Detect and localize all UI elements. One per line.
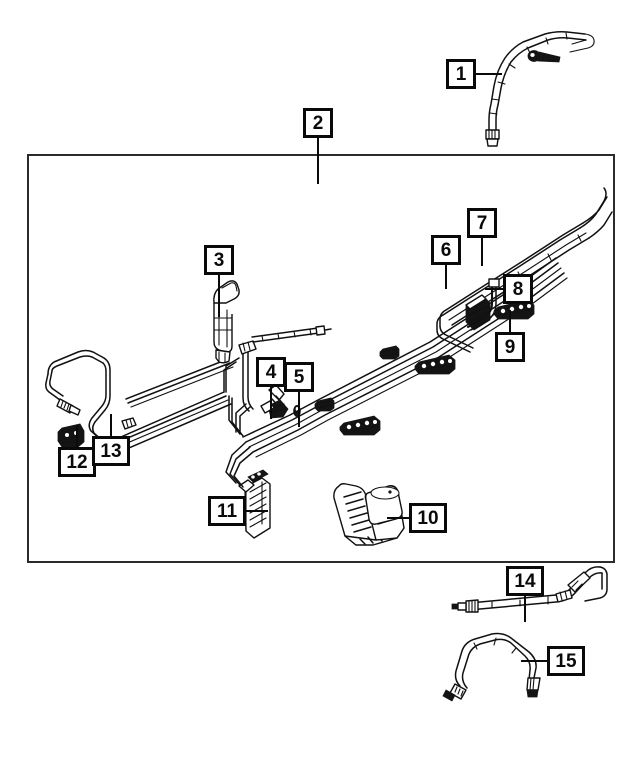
callout-leader-4 xyxy=(270,387,272,419)
part-13-brake-tube-front-left xyxy=(45,349,137,446)
callout-leader-13 xyxy=(110,414,112,436)
callout-15[interactable]: 15 xyxy=(547,646,585,676)
part-7-line-retainer-block xyxy=(465,294,491,331)
part-14-fuel-tube-rear-upper xyxy=(451,566,608,613)
callout-4[interactable]: 4 xyxy=(256,357,286,387)
callout-label-3: 3 xyxy=(213,249,225,271)
callout-6[interactable]: 6 xyxy=(431,235,461,265)
part-10-heat-shield xyxy=(333,483,405,546)
callout-leader-3 xyxy=(218,275,220,317)
fuel-line-assembly-group-frame xyxy=(27,154,615,563)
callout-leader-1 xyxy=(476,73,502,75)
callout-14[interactable]: 14 xyxy=(506,566,544,596)
callout-8[interactable]: 8 xyxy=(503,274,533,304)
callout-label-13: 13 xyxy=(100,440,122,462)
callout-3[interactable]: 3 xyxy=(204,245,234,275)
part-15-fuel-tube-rear-lower xyxy=(442,632,541,702)
callout-label-14: 14 xyxy=(514,570,536,592)
tube-manifold-center xyxy=(223,325,332,437)
callout-label-12: 12 xyxy=(66,451,88,473)
callout-10[interactable]: 10 xyxy=(409,503,447,533)
callout-label-6: 6 xyxy=(440,239,452,261)
callout-label-7: 7 xyxy=(476,212,488,234)
multi-line-clip-b xyxy=(414,354,456,375)
part-11-line-bracket-lower xyxy=(238,469,271,539)
callout-label-10: 10 xyxy=(417,507,439,529)
callout-5[interactable]: 5 xyxy=(284,362,314,392)
callout-label-9: 9 xyxy=(504,336,516,358)
callout-1[interactable]: 1 xyxy=(446,59,476,89)
callout-leader-6 xyxy=(445,265,447,289)
callout-leader-8 xyxy=(485,288,503,290)
callout-leader-2 xyxy=(317,138,319,184)
callout-leader-15 xyxy=(521,660,547,662)
tube-bundle-main-diagonal xyxy=(225,257,568,488)
callout-9[interactable]: 9 xyxy=(495,332,525,362)
callout-2[interactable]: 2 xyxy=(303,108,333,138)
callout-11[interactable]: 11 xyxy=(208,496,246,526)
callout-label-4: 4 xyxy=(265,361,277,383)
callout-13[interactable]: 13 xyxy=(92,436,130,466)
callout-leader-9 xyxy=(509,310,511,332)
callout-leader-10 xyxy=(387,517,409,519)
part-1-connector-fitting xyxy=(527,50,561,63)
part-1-fuel-supply-tube-front xyxy=(485,31,595,147)
line-clip-on-bundle-upper xyxy=(379,345,400,360)
multi-line-clip-c xyxy=(339,415,381,436)
callout-label-11: 11 xyxy=(216,500,238,522)
callout-leader-11 xyxy=(246,510,268,512)
callout-label-2: 2 xyxy=(312,112,324,134)
line-clip-on-bundle-lower xyxy=(314,397,335,412)
callout-label-8: 8 xyxy=(512,278,524,300)
callout-leader-12 xyxy=(76,425,78,447)
callout-leader-5 xyxy=(298,392,300,427)
callout-label-1: 1 xyxy=(455,63,467,85)
callout-12[interactable]: 12 xyxy=(58,447,96,477)
callout-7[interactable]: 7 xyxy=(467,208,497,238)
tube-bundle-lower-left-run xyxy=(113,358,234,452)
callout-leader-7 xyxy=(481,238,483,266)
callout-label-15: 15 xyxy=(555,650,577,672)
callout-leader-14 xyxy=(524,596,526,622)
callout-label-5: 5 xyxy=(293,366,305,388)
